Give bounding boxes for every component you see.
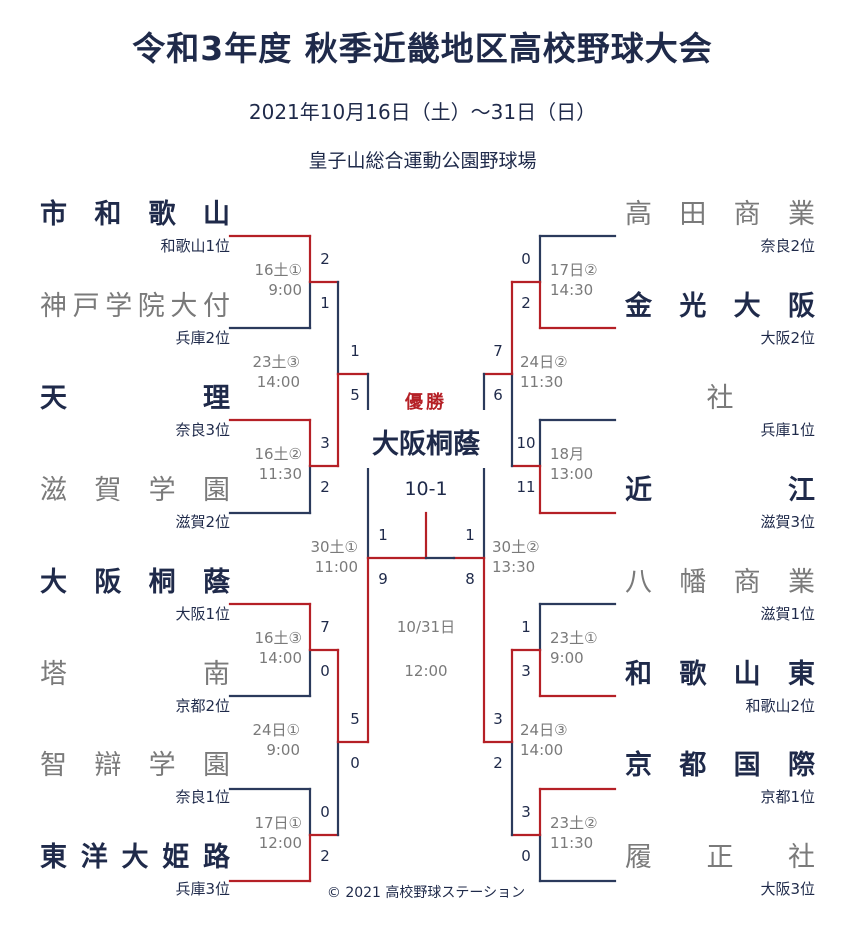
team-name-left-2: 天理 [40, 382, 230, 414]
venue: 皇子山総合運動公園野球場 [308, 150, 537, 172]
score: 3 [320, 434, 330, 452]
score: 1 [521, 618, 531, 636]
match-date: 16土② [254, 445, 302, 463]
score: 0 [320, 662, 330, 680]
match-date: 24日② [520, 353, 568, 371]
match-time: 9:00 [266, 741, 300, 759]
team-name-left-7: 東洋大姫路 [40, 842, 230, 874]
match-time: 12:00 [258, 834, 302, 852]
match-time: 13:30 [492, 558, 536, 576]
match-time: 14:00 [256, 373, 300, 391]
final-score: 10-1 [404, 478, 448, 500]
score: 0 [521, 847, 531, 865]
team-name-right-6: 京都国際 [625, 750, 815, 782]
team-rank: 兵庫2位 [175, 328, 230, 347]
team-name-left-3: 滋賀学園 [40, 474, 230, 506]
match-date: 17日① [254, 814, 302, 832]
score: 8 [465, 570, 475, 588]
team-rank: 奈良1位 [175, 788, 230, 807]
copyright: © 2021 高校野球ステーション [326, 885, 526, 901]
match-date: 16土① [254, 261, 302, 279]
team-rank: 滋賀1位 [760, 604, 815, 623]
champion-name: 大阪桐蔭 [372, 429, 480, 460]
score: 11 [516, 478, 536, 496]
score: 1 [320, 294, 330, 312]
team-rank: 京都2位 [175, 696, 230, 715]
team-name-right-5: 和歌山東 [625, 658, 815, 690]
score: 0 [521, 250, 531, 268]
match-time: 14:30 [550, 281, 594, 299]
match-date: 24日① [252, 721, 300, 739]
match-date: 30土② [492, 538, 540, 556]
team-name-left-5: 塔南 [40, 658, 230, 690]
team-name-left-0: 市和歌山 [40, 199, 230, 230]
score: 7 [320, 618, 330, 636]
match-date: 18月 [550, 445, 585, 463]
score: 3 [521, 803, 531, 821]
match-date: 24日③ [520, 721, 568, 739]
team-rank: 大阪2位 [760, 328, 815, 347]
team-name-left-1: 神戸学院大付 [40, 290, 230, 322]
team-name-left-4: 大阪桐蔭 [40, 566, 230, 598]
team-name-right-2: 社 [706, 382, 734, 414]
score: 10 [516, 434, 536, 452]
match-date: 23土① [550, 629, 598, 647]
score: 2 [493, 754, 503, 772]
score: 0 [320, 803, 330, 821]
team-name-right-4: 八幡商業 [625, 566, 815, 598]
match-time: 11:00 [314, 558, 358, 576]
team-rank: 和歌山1位 [160, 237, 230, 255]
tournament-dates: 2021年10月16日（土）～31日（日） [248, 100, 597, 124]
team-rank: 京都1位 [760, 788, 815, 807]
team-rank: 奈良2位 [760, 237, 815, 255]
score: 2 [320, 478, 330, 496]
team-name-right-3: 近江 [625, 474, 815, 506]
score: 7 [493, 342, 503, 360]
score: 6 [493, 386, 503, 404]
team-name-left-6: 智辯学園 [40, 750, 230, 782]
final-time: 12:00 [404, 662, 448, 680]
team-name-right-7: 履正社 [625, 842, 815, 874]
score: 0 [350, 754, 360, 772]
team-rank: 兵庫3位 [175, 880, 230, 899]
team-rank: 奈良3位 [175, 420, 230, 439]
score: 9 [378, 570, 388, 588]
page-title: 令和3年度 秋季近畿地区高校野球大会 [132, 29, 713, 68]
score: 2 [521, 294, 531, 312]
match-date: 23土③ [252, 353, 300, 371]
team-rank: 大阪3位 [760, 880, 815, 899]
match-time: 13:00 [550, 465, 594, 483]
score: 5 [350, 386, 360, 404]
score: 3 [493, 710, 503, 728]
team-rank: 和歌山2位 [745, 696, 815, 715]
match-time: 9:00 [550, 649, 584, 667]
match-time: 11:30 [520, 373, 564, 391]
match-time: 14:00 [520, 741, 564, 759]
score: 1 [378, 526, 388, 544]
team-name-right-0: 高田商業 [625, 199, 815, 230]
match-date: 17日② [550, 261, 598, 279]
score: 5 [350, 710, 360, 728]
team-rank: 滋賀3位 [760, 512, 815, 531]
match-time: 11:30 [550, 834, 594, 852]
match-time: 11:30 [258, 465, 302, 483]
match-time: 9:00 [268, 281, 302, 299]
match-date: 23土② [550, 814, 598, 832]
team-rank: 大阪1位 [175, 604, 230, 623]
score: 1 [350, 342, 360, 360]
score: 3 [521, 662, 531, 680]
score: 2 [320, 847, 330, 865]
final-date: 10/31日 [396, 618, 456, 636]
match-date: 16土③ [254, 629, 302, 647]
team-rank: 滋賀2位 [175, 512, 230, 531]
score: 2 [320, 250, 330, 268]
team-rank: 兵庫1位 [760, 420, 815, 439]
champion-label: 優勝 [405, 392, 447, 413]
champion-box [362, 410, 490, 468]
match-date: 30土① [310, 538, 358, 556]
match-time: 14:00 [258, 649, 302, 667]
team-name-right-1: 金光大阪 [625, 290, 815, 322]
score: 1 [465, 526, 475, 544]
